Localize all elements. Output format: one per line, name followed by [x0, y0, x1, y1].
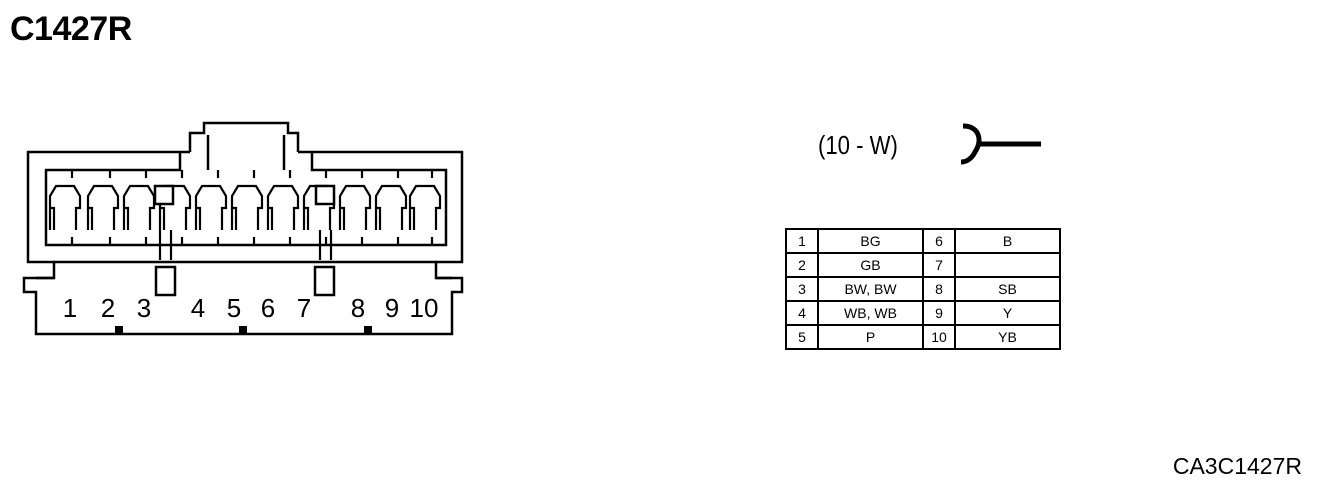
pin-number-cell: 3 — [785, 276, 819, 302]
wire-color-cell: GB — [817, 252, 924, 278]
pin-number-cell: 1 — [785, 228, 819, 254]
wire-color-cell: B — [954, 228, 1061, 254]
terminal-cavity — [194, 184, 228, 230]
lock-tab-left — [153, 184, 175, 206]
wire-color-cell: P — [817, 324, 924, 350]
pin-number-label: 2 — [101, 293, 115, 323]
wire-color-cell: WB, WB — [817, 300, 924, 326]
pin-number-label: 4 — [191, 293, 205, 323]
pin-number-cell: 5 — [785, 324, 819, 350]
pin-number-label: 7 — [297, 293, 311, 323]
diagram-code: CA3C1427R — [1172, 453, 1302, 479]
pin-number-label: 5 — [227, 293, 241, 323]
pin-number-cell: 4 — [785, 300, 819, 326]
wire-color-cell — [954, 252, 1061, 278]
terminal-cavity — [374, 184, 408, 230]
connector-latch — [188, 121, 300, 152]
connector-title: C1427R — [10, 10, 132, 48]
wire-spec-label: (10 - W) — [818, 130, 898, 160]
pigtail-wire-symbol — [960, 123, 1041, 165]
terminal-cavity — [86, 184, 120, 230]
wire-color-cell: BW, BW — [817, 276, 924, 302]
pin-number-cell: 9 — [922, 300, 956, 326]
terminal-cavity — [48, 184, 82, 230]
pin-number-cell: 7 — [922, 252, 956, 278]
pin-number-cell: 8 — [922, 276, 956, 302]
pin-number-cell: 2 — [785, 252, 819, 278]
pin-number-label: 6 — [261, 293, 275, 323]
pin-number-label: 8 — [351, 293, 365, 323]
key-slot-right — [313, 265, 336, 297]
key-slot-left — [154, 265, 177, 297]
wire-color-cell: YB — [954, 324, 1061, 350]
pin-number-cell: 6 — [922, 228, 956, 254]
terminal-cavity — [408, 184, 442, 230]
pin-number-label: 9 — [385, 293, 399, 323]
wire-color-cell: SB — [954, 276, 1061, 302]
pin-number-label: 1 — [63, 293, 77, 323]
terminal-cavity — [338, 184, 372, 230]
pin-number-label: 10 — [410, 293, 439, 323]
wire-color-cell: BG — [817, 228, 924, 254]
pin-number-cell: 10 — [922, 324, 956, 350]
pin-number-label: 3 — [137, 293, 151, 323]
terminal-cavity — [122, 184, 156, 230]
lock-tab-right — [314, 184, 336, 206]
connector-inner-outline — [44, 152, 448, 247]
terminal-cavity — [230, 184, 264, 230]
terminal-cavity — [266, 184, 300, 230]
wire-color-cell: Y — [954, 300, 1061, 326]
